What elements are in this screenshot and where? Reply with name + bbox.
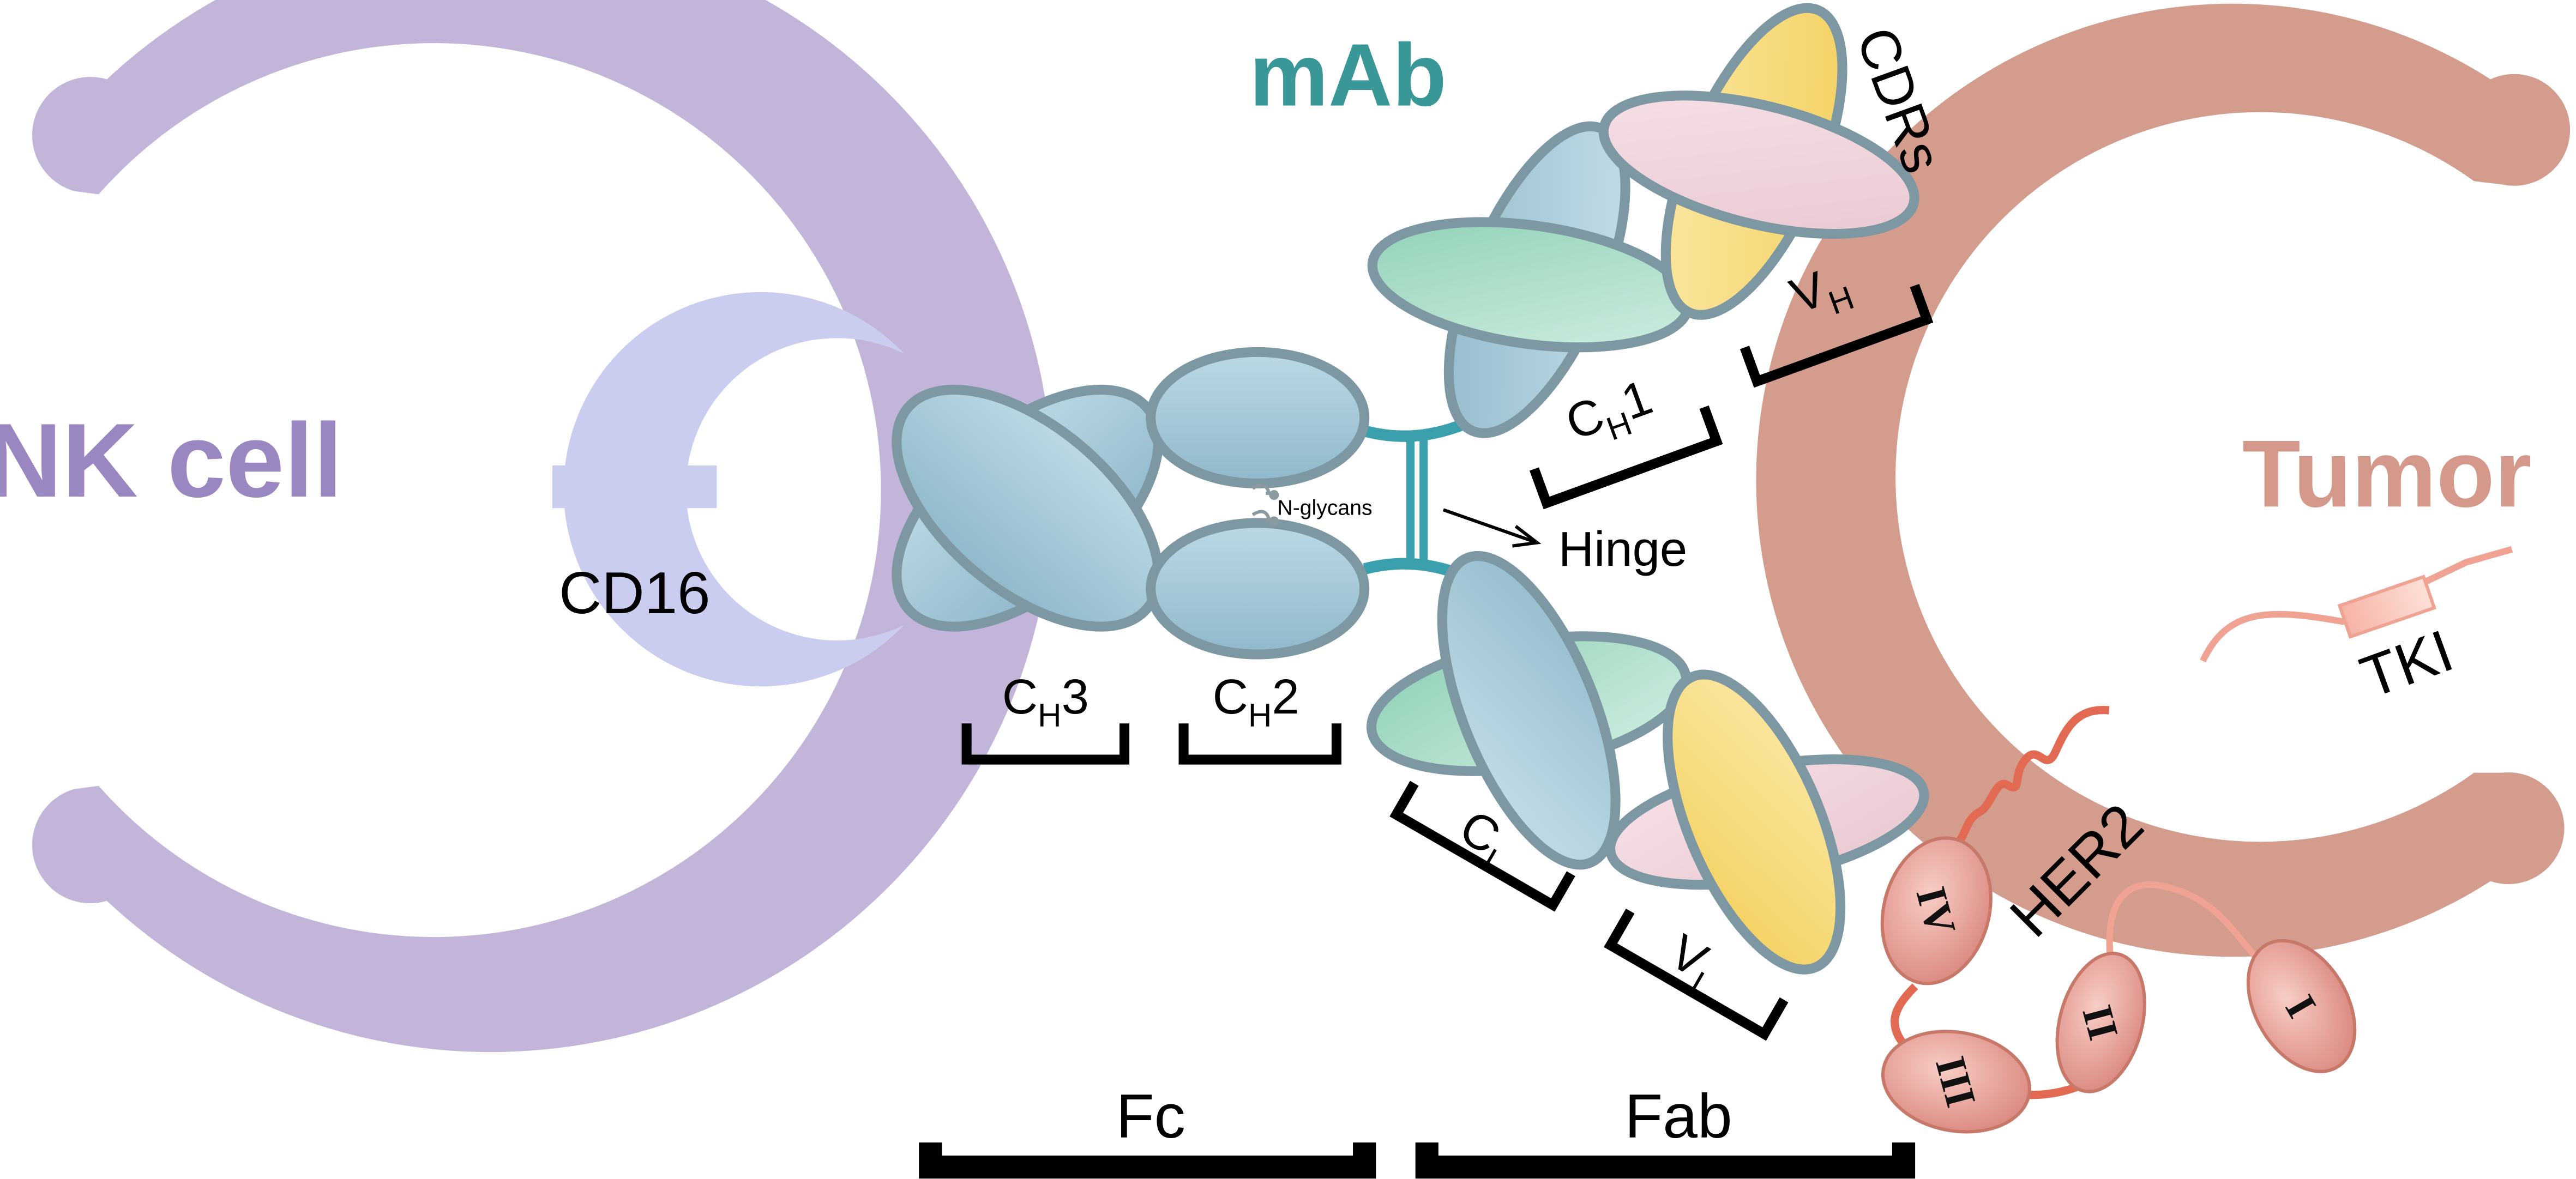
cd16-crescent xyxy=(563,292,905,687)
ch3-domain-lower xyxy=(892,384,1164,632)
cd16-receptor: CD16 xyxy=(552,292,905,687)
ch3-domains xyxy=(892,384,1164,632)
ch1-domain-lower xyxy=(1437,551,1621,870)
fc-bracket xyxy=(919,1142,1376,1179)
hinge-region xyxy=(1363,419,1465,581)
hinge-label: Hinge xyxy=(1558,522,1687,577)
ch2-domain-upper xyxy=(1146,347,1370,489)
n-glycans-label: N-glycans xyxy=(1277,496,1372,519)
her2-transmembrane-linker xyxy=(1953,706,2110,848)
vh-bracket xyxy=(1740,283,1934,388)
nk-cell: NK cell xyxy=(0,0,1053,1053)
ch2-bracket xyxy=(1178,723,1341,765)
ch2-domain-lower xyxy=(1146,518,1370,660)
her2-domain-ii xyxy=(2055,952,2146,1093)
tki: TKI xyxy=(2200,546,2513,711)
ch3-bracket xyxy=(961,723,1130,765)
glycan-dot-lower xyxy=(1269,516,1279,527)
hinge-arrow-head xyxy=(1512,525,1542,548)
cl-domain-upper xyxy=(1367,217,1694,353)
ch1-label: CH1 xyxy=(1559,370,1663,459)
tumor-cell: Tumor xyxy=(1756,3,2571,957)
domain-labels: CH3 CH2 CH1 VH CL VL Fc Fab xyxy=(919,261,1934,1179)
antibody: N-glycans Hinge CDRs xyxy=(892,3,1954,975)
fc-label: Fc xyxy=(1116,1081,1185,1151)
mab-title: mAb xyxy=(1249,26,1447,125)
her2-domain-i xyxy=(2246,939,2357,1073)
her2-domain-iv-label: IV xyxy=(1907,882,1965,940)
cl-bracket xyxy=(1389,781,1575,912)
tumor-cell-body xyxy=(1756,3,2571,957)
tki-membrane-line xyxy=(2200,546,2513,663)
vl-domain-upper xyxy=(1598,90,1919,239)
ch2-domains xyxy=(1146,347,1370,660)
ch1-bracket xyxy=(1529,405,1723,510)
vl-bracket xyxy=(1604,908,1789,1041)
vl-label: VL xyxy=(1656,924,1732,1005)
cd16-label: CD16 xyxy=(559,560,710,626)
n-glycans: N-glycans xyxy=(1251,483,1373,527)
tumor-label: Tumor xyxy=(2242,421,2532,527)
nk-cell-label: NK cell xyxy=(0,401,342,519)
hinge-annotation: Hinge xyxy=(1442,508,1687,577)
hinge-arrow-line xyxy=(1442,508,1538,545)
her2-domain-iv xyxy=(1880,836,1993,985)
her2-domain-iii xyxy=(1881,1030,2032,1134)
hinge-upper-arm xyxy=(1363,419,1465,442)
ch3-label: CH3 xyxy=(1002,669,1089,734)
nk-cell-body xyxy=(32,0,1053,1053)
tki-block xyxy=(2337,575,2436,639)
fab-lower xyxy=(1366,551,1929,975)
glycan-dot-upper xyxy=(1269,490,1279,500)
vh-domain-lower xyxy=(1663,669,1846,975)
fab-bracket xyxy=(1415,1142,1916,1179)
ch2-label: CH2 xyxy=(1213,669,1299,734)
fab-upper xyxy=(1367,3,1919,438)
her2-linker-ii-i xyxy=(2106,881,2263,964)
fab-label: Fab xyxy=(1624,1081,1732,1151)
